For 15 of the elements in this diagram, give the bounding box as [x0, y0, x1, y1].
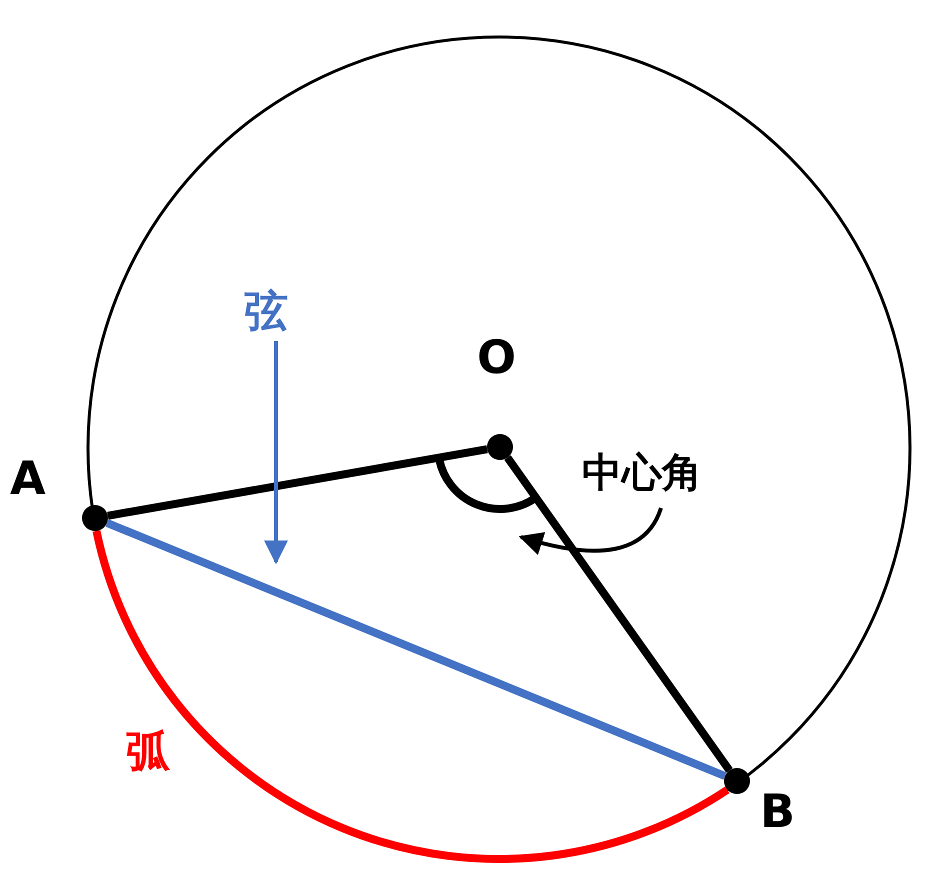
point-label: O [477, 332, 516, 382]
radius-line [504, 455, 733, 773]
chord-label: 弦 [244, 285, 288, 339]
arc [92, 530, 730, 863]
point-dot [487, 434, 513, 460]
radius-line [107, 445, 488, 520]
central-angle-label: 中心角 [582, 448, 702, 498]
leader-arrow [264, 341, 288, 564]
chord-line [106, 519, 726, 780]
point-dot [82, 505, 108, 531]
point-dot [724, 768, 750, 794]
point-label: A [10, 453, 46, 503]
point-label: B [760, 786, 796, 836]
leader-arrow [518, 507, 663, 555]
arc-label: 弧 [126, 725, 170, 779]
